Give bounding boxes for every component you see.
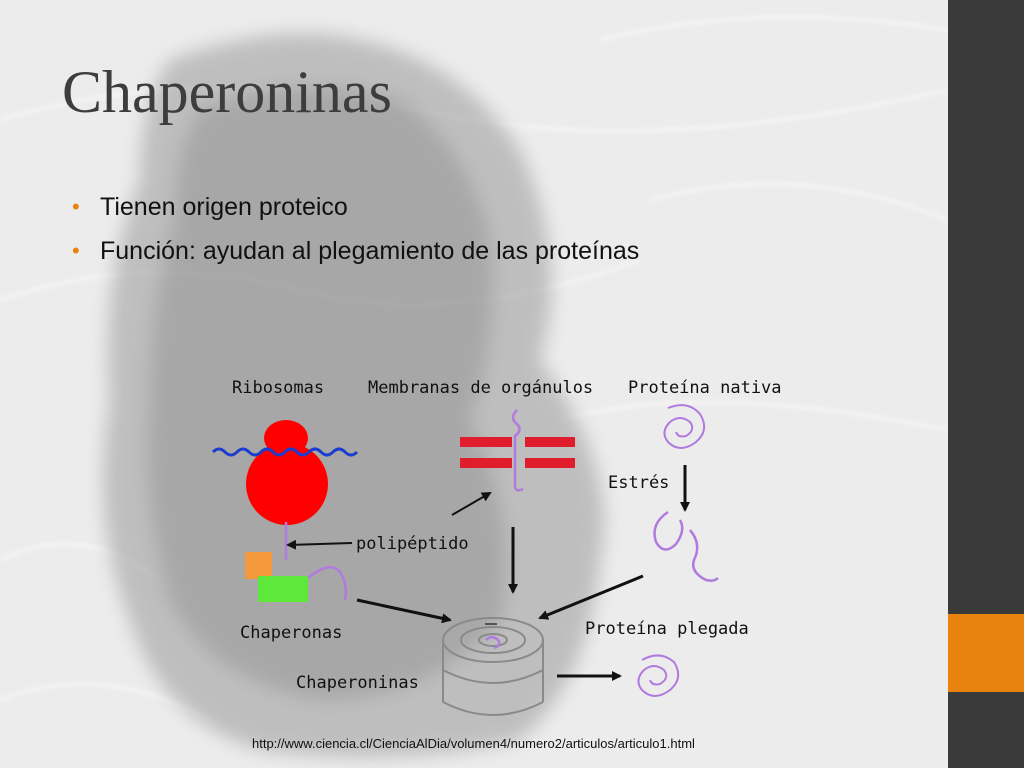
sidebar-accent-block <box>948 614 1024 692</box>
ribosome-icon <box>211 420 359 560</box>
label-proteina-nativa: Proteína nativa <box>628 378 782 398</box>
slide-title: Chaperoninas <box>62 59 392 125</box>
bullet-item: • Tienen origen proteico <box>72 192 639 222</box>
bullet-text: Tienen origen proteico <box>100 193 348 221</box>
arrow-chaperone-to-chaperonin <box>356 598 452 624</box>
label-proteina-plegada: Proteína plegada <box>585 619 749 639</box>
label-polipeptido: polipéptido <box>356 534 469 554</box>
unfolded-protein-icon <box>653 510 719 582</box>
mrna-strand <box>211 447 359 457</box>
bullet-dot-icon: • <box>72 238 80 263</box>
label-ribosomas: Ribosomas <box>232 378 324 398</box>
chaperone-orange-block <box>245 552 272 579</box>
label-chaperonas: Chaperonas <box>240 623 342 643</box>
label-chaperoninas: Chaperoninas <box>296 673 419 693</box>
source-url: http://www.ciencia.cl/CienciaAlDia/volum… <box>252 736 695 751</box>
bullet-list: • Tienen origen proteico • Función: ayud… <box>72 192 639 280</box>
native-protein-icon <box>663 404 706 449</box>
membrane-icon <box>460 409 575 492</box>
bullet-item: • Función: ayudan al plegamiento de las … <box>72 236 639 266</box>
polypeptide-chain <box>307 565 348 601</box>
chaperone-green-block <box>258 576 308 602</box>
arrow-polipeptido <box>286 539 353 550</box>
label-membranas: Membranas de orgánulos <box>368 378 593 398</box>
chaperonin-diagram: Ribosomas Membranas de orgánulos Proteín… <box>211 378 782 716</box>
label-estres: Estrés <box>608 473 669 493</box>
bullet-text: Función: ayudan al plegamiento de las pr… <box>100 237 640 265</box>
arrow-to-membrane <box>451 491 492 516</box>
bullet-dot-icon: • <box>72 194 80 219</box>
folded-protein-icon <box>637 654 680 697</box>
arrow-unfolded-to-chaperonin <box>538 574 644 620</box>
chaperonin-barrel-icon <box>442 617 544 716</box>
background-protein-structure-image <box>0 0 948 768</box>
